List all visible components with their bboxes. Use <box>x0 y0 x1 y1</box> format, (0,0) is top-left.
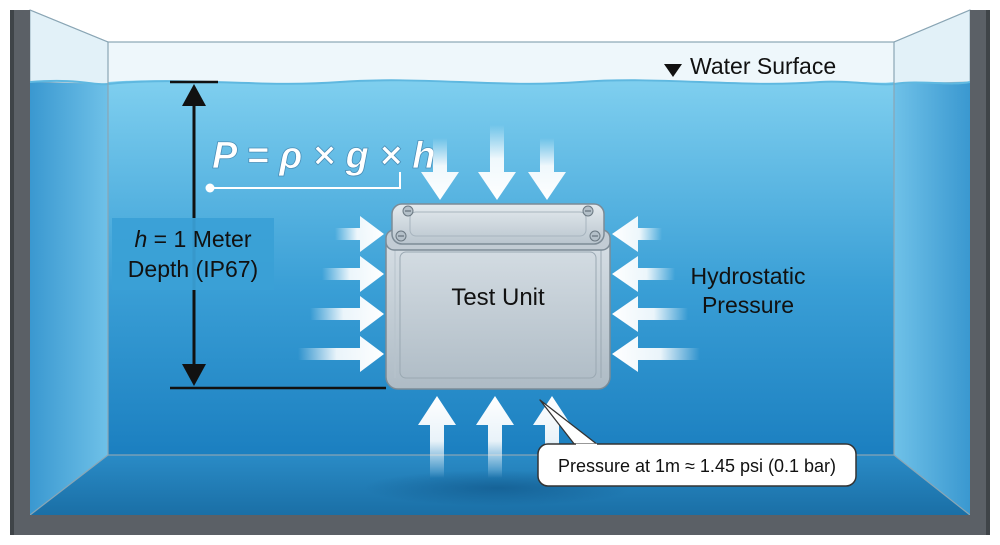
test-unit: Test Unit <box>385 203 611 390</box>
tank-frame-bottom <box>10 515 990 535</box>
depth-label-line1: h = 1 Meter <box>135 226 252 252</box>
pressure-label-line2: Pressure <box>702 292 794 318</box>
pressure-arrow-left <box>322 256 384 292</box>
test-unit-label: Test Unit <box>451 284 545 311</box>
pressure-arrow-top <box>421 138 459 200</box>
pressure-arrow-bottom <box>476 396 514 478</box>
pressure-callout: Pressure at 1m ≈ 1.45 psi (0.1 bar) <box>537 399 857 487</box>
tank-glass-upper <box>108 42 894 82</box>
test-unit-lid <box>391 203 605 245</box>
pressure-arrow-left <box>298 336 384 372</box>
formula-leader-line <box>210 172 401 189</box>
pressure-arrow-left <box>335 216 384 252</box>
water-surface-marker-icon <box>664 64 682 77</box>
pressure-arrow-left <box>310 296 384 332</box>
depth-variable: h <box>135 226 148 252</box>
depth-dimension: h = 1 Meter Depth (IP67) <box>112 80 386 390</box>
depth-value: = 1 Meter <box>147 226 252 252</box>
callout-text: Pressure at 1m ≈ 1.45 psi (0.1 bar) <box>558 456 836 476</box>
tank-frame-left <box>10 10 30 525</box>
screw-icon <box>582 205 594 217</box>
pressure-arrow-right <box>612 256 675 292</box>
depth-arrow-down-icon <box>182 364 206 386</box>
arrows-left <box>298 216 384 372</box>
tank-frame-right <box>970 10 990 525</box>
formula-leader-dot <box>205 183 215 193</box>
water-right-side <box>894 82 970 515</box>
pressure-label: Hydrostatic Pressure <box>690 263 805 318</box>
screw-icon <box>589 230 601 242</box>
depth-label-backdrop <box>112 218 274 290</box>
formula-group: P = ρ × g × h <box>205 135 436 193</box>
formula-text: P = ρ × g × h <box>212 135 435 177</box>
test-unit-body-inner <box>399 251 597 379</box>
depth-arrow-up-icon <box>182 84 206 106</box>
pressure-arrow-top <box>478 125 516 200</box>
arrows-right <box>612 216 700 372</box>
pressure-arrow-top <box>528 138 566 200</box>
pressure-label-line1: Hydrostatic <box>690 263 805 289</box>
water-surface-line <box>29 79 971 86</box>
callout-box <box>537 443 857 487</box>
pressure-arrow-right <box>612 296 688 332</box>
depth-label-line2: Depth (IP67) <box>128 256 258 282</box>
pressure-arrow-bottom <box>418 396 456 478</box>
screw-icon <box>395 230 407 242</box>
arrows-top <box>421 125 566 200</box>
water-surface-label: Water Surface <box>664 53 836 79</box>
water-surface-text: Water Surface <box>690 53 836 79</box>
screw-icon <box>402 205 414 217</box>
pressure-arrow-right <box>612 216 662 252</box>
pressure-arrow-right <box>612 336 700 372</box>
water-left-side <box>30 82 108 515</box>
